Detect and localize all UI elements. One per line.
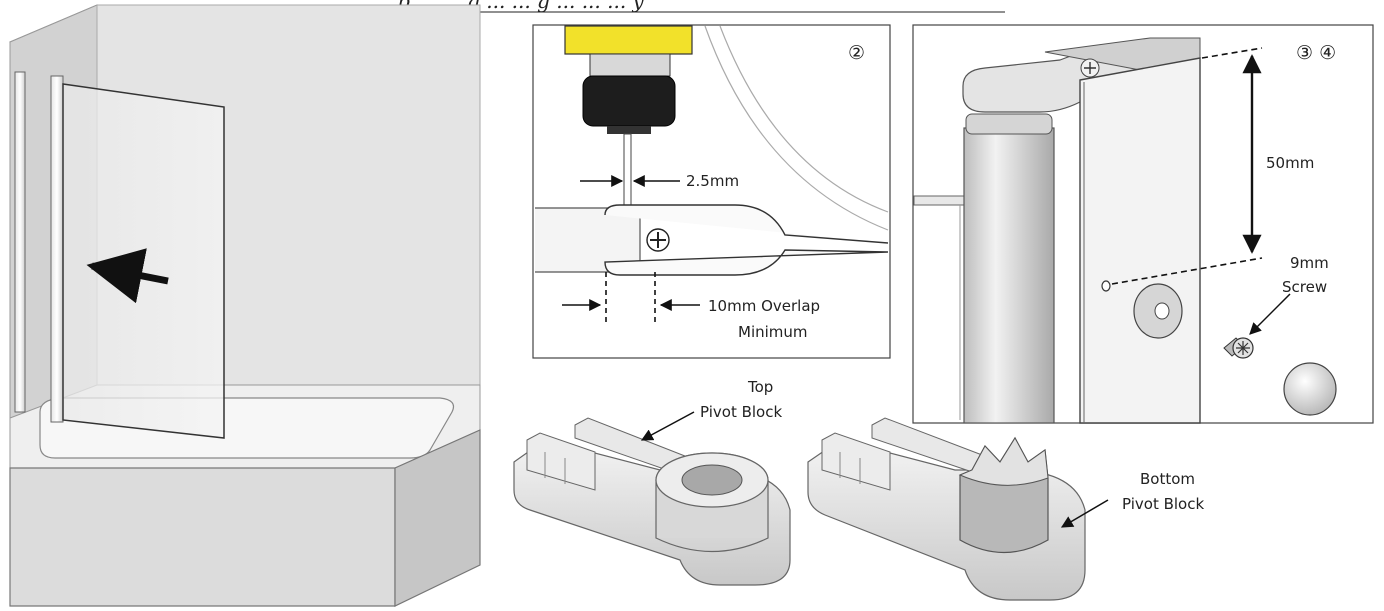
step-3-4-marker: ③ ④ [1296, 42, 1336, 64]
top-block-rail-2 [526, 432, 596, 491]
step-2-marker: ② [848, 42, 865, 64]
screw-label-arrow [1249, 293, 1291, 335]
distance-label: 50mm [1266, 154, 1314, 172]
top-pivot-block: Top Pivot Block [513, 378, 791, 586]
drill-bit-assembly [564, 25, 693, 213]
hinge-collar [965, 113, 1053, 135]
hinge-cylinder [963, 127, 1055, 424]
distance-dashed-bottom [1111, 257, 1263, 285]
hinge-top-block-back [1044, 37, 1201, 71]
hinge-top-screw-cross [1084, 62, 1096, 74]
panel-step-3-4: 50mm 9mm Screw ③ ④ [912, 24, 1374, 424]
wall-profile-channel [1079, 57, 1201, 424]
drill-hole [1101, 280, 1111, 292]
drill-bit [623, 133, 632, 213]
drill-collar [589, 53, 671, 77]
panel-step-2: 2.5mm 10mm Overlap Minimum ② [532, 24, 891, 359]
top-pivot-label-arrow [640, 411, 695, 441]
overlap-label-line1: 10mm Overlap [708, 297, 820, 315]
screw-head-star [1236, 341, 1250, 355]
cover-cap [1283, 362, 1337, 416]
drill-chuck [582, 75, 676, 127]
movement-arrow [86, 248, 169, 304]
screw-label-line1: 9mm [1290, 254, 1329, 272]
drill-body [564, 25, 693, 55]
pivot-bracket-top-view [535, 204, 889, 276]
bath-front-panel [9, 467, 396, 607]
bottom-pivot-label-line1: Bottom [1140, 470, 1195, 488]
bracket-arm [604, 204, 889, 276]
top-block-collar-outline [655, 480, 769, 552]
top-pivot-label-line1: Top [747, 378, 773, 396]
gap-dimension-label: 2.5mm [686, 172, 739, 190]
wall-profile-outer [14, 71, 26, 413]
bottom-pivot-label-arrow [1060, 499, 1109, 528]
bracket-channel [535, 207, 641, 273]
distance-dashed-top [1201, 47, 1263, 59]
bath-front-panel-side [394, 429, 481, 607]
screw-label-line2: Screw [1282, 278, 1327, 296]
wall-profile-inner [50, 75, 64, 423]
glass-screen-panel [62, 83, 225, 439]
step2-curved-profile [704, 25, 889, 231]
bottom-block-rail-2 [821, 432, 891, 491]
bottom-pivot-label-line2: Pivot Block [1122, 495, 1204, 513]
bottom-pivot-block: Bottom Pivot Block [807, 417, 1204, 601]
overlap-label-line2: Minimum [738, 323, 808, 341]
top-block-bore [681, 464, 743, 496]
top-pivot-label-line2: Pivot Block [700, 403, 782, 421]
bottom-block-crown-highlight [958, 437, 1049, 486]
drill-chuck-tip [607, 126, 651, 134]
bracket-screw-cross [650, 232, 666, 248]
screw-washer-hole [1154, 302, 1170, 320]
bath-screen-overview [9, 4, 481, 607]
